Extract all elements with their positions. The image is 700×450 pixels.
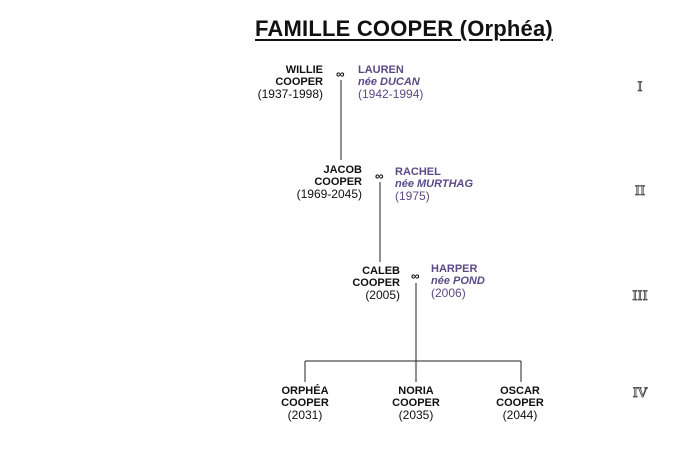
marriage-symbol: ∞ bbox=[411, 269, 420, 283]
person-caleb-cooper: CALEB COOPER (2005) bbox=[352, 265, 400, 302]
page-title: FAMILLE COOPER (Orphéa) bbox=[255, 16, 553, 41]
child-last-name: COOPER bbox=[392, 397, 440, 409]
child-last-name: COOPER bbox=[496, 397, 544, 409]
person-years: (1969-2045) bbox=[296, 187, 362, 201]
spouse-first-name: HARPER bbox=[431, 263, 478, 275]
spouse-rachel-murthag: RACHEL née MURTHAG (1975) bbox=[395, 166, 473, 203]
child-noria-cooper: NORIA COOPER (2035) bbox=[371, 385, 461, 422]
spouse-first-name: LAUREN bbox=[358, 64, 404, 76]
child-last-name: COOPER bbox=[281, 397, 329, 409]
child-first-name: OSCAR bbox=[500, 385, 540, 397]
child-oscar-cooper: OSCAR COOPER (2044) bbox=[475, 385, 565, 422]
generation-label-4: IV bbox=[632, 386, 648, 402]
generation-label-1: I bbox=[637, 80, 643, 96]
spouse-maiden-name: née DUCAN bbox=[358, 76, 420, 88]
spouse-years: (2006) bbox=[431, 286, 466, 300]
spouse-harper-pond: HARPER née POND (2006) bbox=[431, 263, 485, 300]
person-last-name: COOPER bbox=[352, 277, 400, 289]
person-first-name: JACOB bbox=[323, 164, 362, 176]
marriage-symbol: ∞ bbox=[336, 67, 345, 81]
generation-label-3: III bbox=[632, 289, 648, 305]
spouse-maiden-name: née MURTHAG bbox=[395, 178, 474, 190]
person-years: (2005) bbox=[365, 288, 400, 302]
person-jacob-cooper: JACOB COOPER (1969-2045) bbox=[297, 164, 362, 201]
person-first-name: WILLIE bbox=[285, 64, 323, 76]
child-first-name: ORPHÉA bbox=[281, 385, 329, 397]
marriage-symbol: ∞ bbox=[375, 169, 384, 183]
child-years: (2035) bbox=[398, 408, 434, 422]
generation-label-2: II bbox=[634, 184, 646, 200]
child-orphea-cooper: ORPHÉA COOPER (2031) bbox=[260, 385, 350, 422]
spouse-maiden-name: née POND bbox=[431, 275, 485, 287]
spouse-first-name: RACHEL bbox=[395, 166, 441, 178]
spouse-lauren-ducan: LAUREN née DUCAN (1942-1994) bbox=[358, 64, 423, 101]
child-first-name: NORIA bbox=[398, 385, 434, 397]
person-willie-cooper: WILLIE COOPER (1937-1998) bbox=[258, 64, 323, 101]
person-last-name: COOPER bbox=[275, 76, 323, 88]
child-years: (2031) bbox=[287, 408, 323, 422]
person-years: (1937-1998) bbox=[257, 87, 323, 101]
spouse-years: (1942-1994) bbox=[358, 87, 424, 101]
person-last-name: COOPER bbox=[314, 176, 362, 188]
child-years: (2044) bbox=[502, 408, 538, 422]
spouse-years: (1975) bbox=[395, 189, 430, 203]
person-first-name: CALEB bbox=[362, 265, 400, 277]
